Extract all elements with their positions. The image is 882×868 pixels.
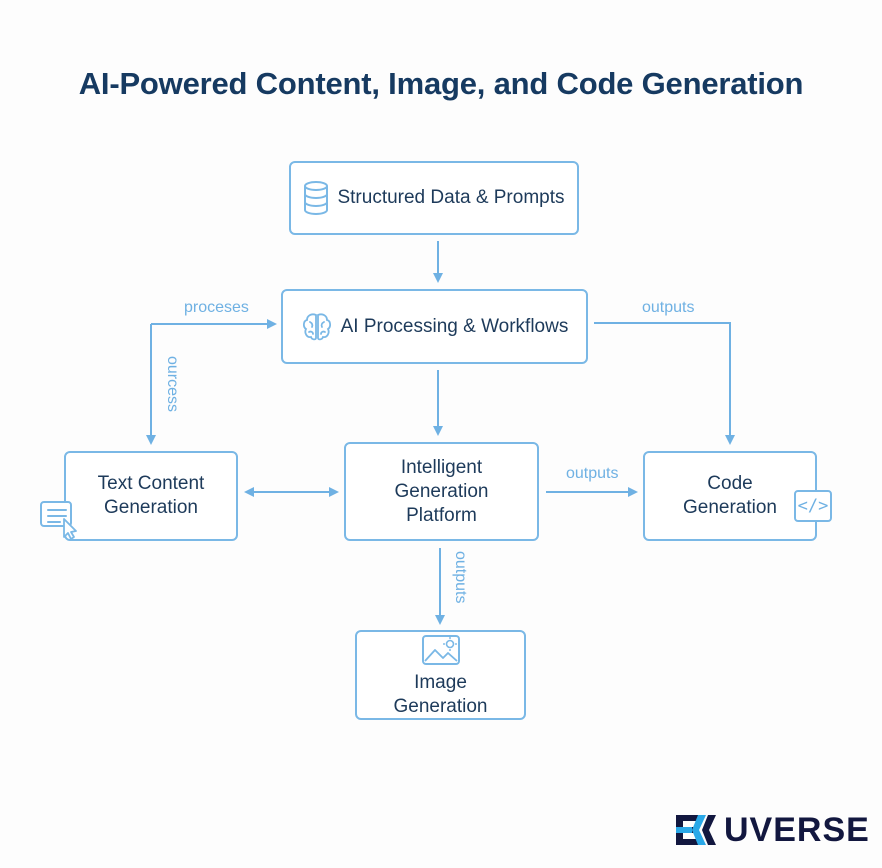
node-text-content[interactable]: Text Content Generation bbox=[64, 451, 238, 541]
node-label: Image Generation bbox=[393, 672, 488, 717]
node-ai-processing[interactable]: AI Processing & Workflows bbox=[281, 289, 588, 364]
database-icon bbox=[304, 181, 329, 215]
node-label: Structured Data & Prompts bbox=[337, 187, 565, 208]
node-structured-data[interactable]: Structured Data & Prompts bbox=[289, 161, 579, 235]
edge-ai-to-code bbox=[594, 322, 735, 445]
diagram-title: AI-Powered Content, Image, and Code Gene… bbox=[78, 66, 804, 101]
node-image-generation[interactable]: Image Generation bbox=[355, 630, 526, 720]
edge-label-platform-outputs-image: outputs bbox=[452, 551, 469, 604]
edge-label-platform-outputs-code: outputs bbox=[566, 465, 619, 482]
code-icon: </> bbox=[794, 490, 832, 522]
node-label: Intelligent Generation Platform bbox=[394, 456, 489, 526]
image-icon bbox=[422, 635, 460, 665]
node-label: AI Processing & Workflows bbox=[340, 315, 569, 337]
edge-label-ourcess: ourcess bbox=[164, 356, 181, 413]
brain-icon bbox=[302, 312, 331, 340]
node-intelligent-platform[interactable]: Intelligent Generation Platform bbox=[344, 442, 539, 541]
document-cursor-icon bbox=[40, 501, 77, 540]
edge-label-proceses: proceses bbox=[184, 299, 249, 316]
node-label: Text Content Generation bbox=[97, 473, 205, 518]
node-label: Code Generation bbox=[682, 473, 777, 518]
logo-text: UVERSE bbox=[724, 810, 870, 849]
ex-logo-mark-icon bbox=[676, 815, 716, 845]
edge-label-ai-outputs: outputs bbox=[642, 299, 695, 316]
node-code-generation[interactable]: Code Generation bbox=[643, 451, 817, 541]
brand-logo: UVERSE bbox=[676, 810, 870, 849]
